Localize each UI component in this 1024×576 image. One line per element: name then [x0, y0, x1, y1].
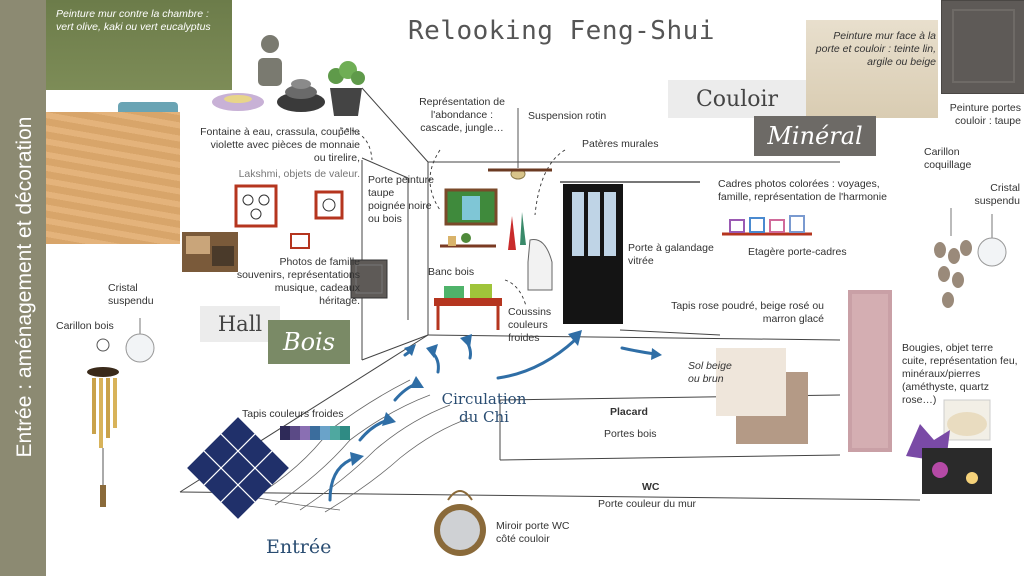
- wood-texture: [46, 112, 180, 244]
- crystal-left-label: Cristal suspendu: [108, 282, 154, 307]
- door-paint-label: Peinture portes couloir : taupe: [949, 102, 1021, 127]
- tag-bois: Bois: [268, 320, 350, 364]
- door-taupe-label: Porte peinture taupe poignée noire ou bo…: [368, 174, 434, 225]
- crystal-right-label: Cristal suspendu: [974, 182, 1020, 207]
- tag-hall: Hall: [200, 306, 280, 342]
- swatch: [290, 426, 300, 440]
- tag-entree: Entrée: [266, 536, 332, 558]
- swatch: [320, 426, 330, 440]
- sidebar: Entrée : aménagement et décoration: [0, 0, 46, 576]
- rug-pink-label: Tapis rose poudré, beige rosé ou marron …: [671, 300, 824, 325]
- swatch: [300, 426, 310, 440]
- beige-paint-sample: Peinture mur face à la porte et couloir …: [806, 20, 938, 118]
- paint-hall-label: Peinture mur contre la chambre : vert ol…: [56, 8, 211, 33]
- rug-cold-label: Tapis couleurs froides: [242, 408, 344, 420]
- floor-label: Sol beige ou brun: [688, 360, 732, 385]
- swatch: [340, 426, 350, 440]
- chime-wood-label: Carillon bois: [56, 320, 114, 332]
- mirror-label: Miroir porte WC côté couloir: [496, 520, 570, 545]
- frames-label: Cadres photos colorées : voyages, famill…: [718, 178, 887, 203]
- swatch: [280, 426, 290, 440]
- swatch: [330, 426, 340, 440]
- tag-mineral: Minéral: [754, 116, 876, 156]
- cold-color-swatches: [280, 426, 350, 440]
- door-panel: [952, 9, 1015, 83]
- wc-label: WC: [642, 481, 660, 493]
- wc-door-label: Porte couleur du mur: [598, 498, 697, 510]
- chime-shell-label: Carillon coquillage: [924, 146, 972, 171]
- tag-circulation: Circulation du Chi: [441, 390, 527, 426]
- sliding-door-label: Porte à galandage vitrée: [628, 242, 714, 267]
- shelf-label: Etagère porte-cadres: [748, 246, 847, 258]
- family-photos-label: Photos de famille souvenirs, représentat…: [236, 256, 360, 307]
- paint-corridor-label: Peinture mur face à la porte et couloir …: [815, 30, 936, 68]
- tag-couloir: Couloir: [668, 80, 806, 118]
- placard-label: Placard: [610, 406, 648, 418]
- bench-label: Banc bois: [428, 266, 475, 278]
- rattan-label: Suspension rotin: [528, 110, 607, 122]
- taupe-door-sample: [941, 0, 1024, 94]
- page-title: Relooking Feng-Shui: [408, 16, 715, 46]
- fountain-label: Fontaine à eau, crassula, coupelle viole…: [200, 126, 360, 164]
- hooks-label: Patères murales: [582, 138, 659, 150]
- abundance-label: Représentation de l'abondance : cascade,…: [419, 96, 505, 134]
- placard-doors-label: Portes bois: [604, 428, 657, 440]
- fountain-extra-label: Lakshmi, objets de valeur.: [238, 168, 360, 180]
- swatch: [310, 426, 320, 440]
- candles-label: Bougies, objet terre cuite, représentati…: [902, 342, 1018, 406]
- cushions-label: Coussins couleurs froides: [508, 306, 552, 344]
- olive-paint-sample: Peinture mur contre la chambre : vert ol…: [46, 0, 232, 90]
